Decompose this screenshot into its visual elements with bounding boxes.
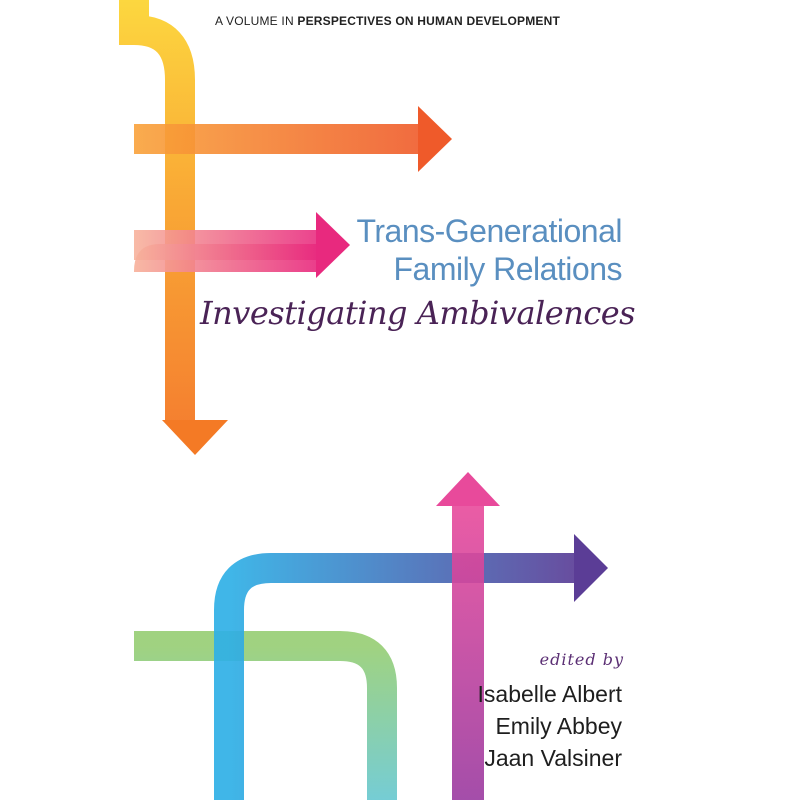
- orange-right-arrow: [134, 106, 452, 172]
- yellow-orange-down-arrow: [119, 0, 228, 455]
- book-subtitle: Investigating Ambivalences: [200, 294, 636, 332]
- green-teal-bend: [134, 631, 397, 800]
- book-title-line1: Trans-Generational: [356, 213, 623, 249]
- edited-by-label: edited by: [539, 650, 624, 669]
- series-prefix: A VOLUME IN: [214, 14, 298, 28]
- editor-name: Jaan Valsiner: [484, 745, 622, 771]
- editor-name: Emily Abbey: [495, 713, 622, 739]
- blue-purple-right-arrow: [214, 534, 608, 800]
- series-line: A VOLUME IN PERSPECTIVES ON HUMAN DEVELO…: [0, 14, 560, 28]
- pink-right-arrow: [134, 212, 350, 278]
- series-name: PERSPECTIVES ON HUMAN DEVELOPMENT: [297, 14, 560, 28]
- magenta-up-arrow: [436, 472, 500, 800]
- book-title-line2: Family Relations: [393, 251, 622, 287]
- editor-name: Isabelle Albert: [477, 681, 622, 707]
